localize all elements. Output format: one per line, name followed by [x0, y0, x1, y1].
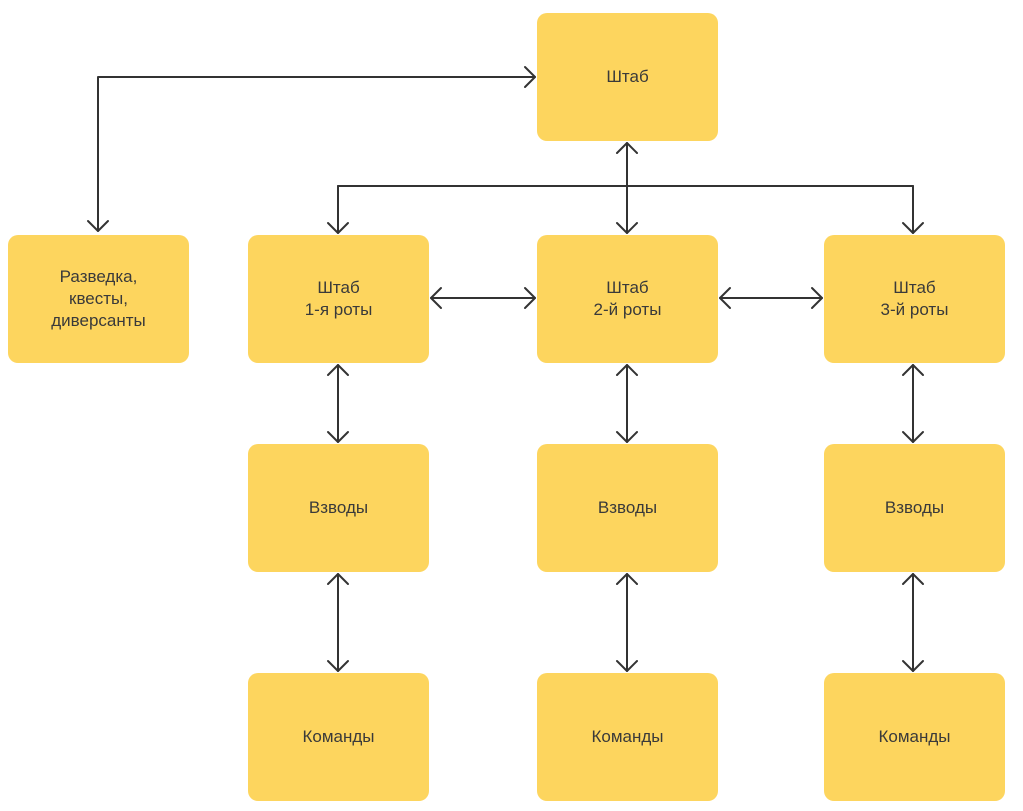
node-company-3-hq: Штаб 3-й роты — [824, 235, 1005, 363]
arrowhead-company-2-up — [616, 364, 638, 376]
node-teams-1-label: Команды — [302, 727, 375, 746]
node-platoons-1: Взводы — [248, 444, 429, 572]
node-platoons-3: Взводы — [824, 444, 1005, 572]
arrowhead-company-1-up — [327, 364, 349, 376]
node-platoons-1-label: Взводы — [308, 498, 369, 517]
node-company-2-hq-label: Штаб 2-й роты — [593, 278, 662, 319]
arrowhead-company-3-down — [902, 222, 924, 234]
node-company-3-hq-label: Штаб 3-й роты — [880, 278, 949, 319]
connector-hq-recon — [97, 76, 536, 232]
arrowhead-platoons-3-down — [902, 431, 924, 443]
node-company-1-hq-label: Штаб 1-я роты — [304, 278, 373, 319]
arrowhead-company-3-up — [902, 364, 924, 376]
arrowhead-company-2-right — [719, 287, 731, 309]
arrowhead-hq-up — [616, 142, 638, 154]
node-company-2-hq: Штаб 2-й роты — [537, 235, 718, 363]
node-platoons-3-label: Взводы — [884, 498, 945, 517]
node-headquarters: Штаб — [537, 13, 718, 141]
arrowhead-company-3-left — [811, 287, 823, 309]
arrowhead-teams-3-down — [902, 660, 924, 672]
node-teams-3-label: Команды — [878, 727, 951, 746]
arrowhead-company-1-right — [430, 287, 442, 309]
node-teams-1: Команды — [248, 673, 429, 801]
arrowhead-teams-1-down — [327, 660, 349, 672]
node-teams-2-label: Команды — [591, 727, 664, 746]
node-platoons-2-label: Взводы — [597, 498, 658, 517]
arrowhead-teams-2-down — [616, 660, 638, 672]
node-recon-label: Разведка, квесты, диверсанты — [51, 267, 146, 330]
arrowhead-platoons-2-up — [616, 573, 638, 585]
node-headquarters-label: Штаб — [606, 67, 649, 86]
arrowhead-company-2-down — [616, 222, 638, 234]
node-teams-3: Команды — [824, 673, 1005, 801]
node-recon: Разведка, квесты, диверсанты — [8, 235, 189, 363]
arrowhead-platoons-3-up — [902, 573, 924, 585]
arrowhead-recon — [87, 220, 109, 232]
arrowhead-company-2-left — [524, 287, 536, 309]
arrowhead-hq-from-recon — [524, 66, 536, 88]
arrowhead-platoons-2-down — [616, 431, 638, 443]
node-platoons-2: Взводы — [537, 444, 718, 572]
arrowhead-platoons-1-down — [327, 431, 349, 443]
node-company-1-hq: Штаб 1-я роты — [248, 235, 429, 363]
arrowhead-company-1-down — [327, 222, 349, 234]
arrowhead-platoons-1-up — [327, 573, 349, 585]
node-teams-2: Команды — [537, 673, 718, 801]
